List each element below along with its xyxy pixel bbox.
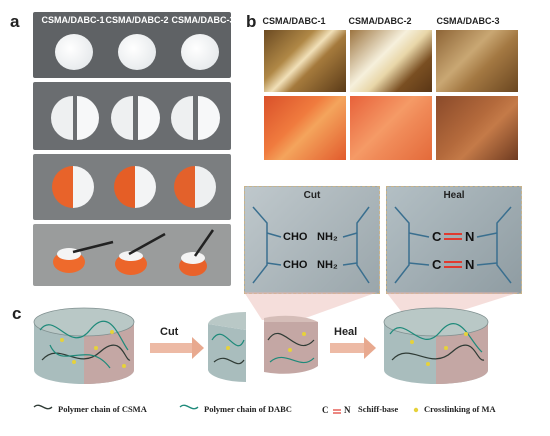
- micrograph-fluor-2: [350, 96, 432, 160]
- sample-label-1: CSMA/DABC-1: [41, 15, 105, 25]
- heal-flow-arrow: [330, 337, 376, 359]
- photo-row-healed: [33, 154, 231, 220]
- panel-a-letter: a: [10, 12, 20, 31]
- cut-structure-svg: [252, 206, 370, 284]
- hydrogel-disc: [55, 34, 93, 70]
- schiff-symbol-n: N: [344, 405, 351, 415]
- photo-row-intact: CSMA/DABC-1 CSMA/DABC-2 CSMA/DABC-3: [33, 12, 231, 78]
- intact-hydrogel-cylinder: [33, 307, 135, 384]
- cut-hydrogel-halves: [208, 311, 318, 383]
- csma-chain-legend-icon: [33, 404, 53, 410]
- aldehyde-label: CHO: [283, 259, 308, 271]
- panel-c-letter: c: [12, 304, 22, 323]
- sample-label-2: CSMA/DABC-2: [105, 15, 169, 25]
- dabc-legend-label: Polymer chain of DABC: [204, 404, 292, 414]
- micro-label-1: CSMA/DABC-1: [262, 16, 326, 26]
- imine-nitrogen-label: N: [465, 257, 475, 272]
- csma-legend-label: Polymer chain of CSMA: [58, 404, 147, 414]
- hydrogel-disc: [118, 34, 156, 70]
- cut-discs-svg: [51, 96, 220, 140]
- micrograph-bright-2: [350, 30, 432, 92]
- heal-step-label: Heal: [334, 326, 358, 338]
- heal-box-title: Heal: [443, 190, 465, 201]
- heal-chemistry-box: Heal C N C N: [386, 186, 522, 294]
- hydrogel-disc: [181, 34, 219, 70]
- heal-structure-svg: [394, 206, 512, 284]
- amine-label: NH₂: [317, 231, 338, 243]
- photo-row-stretch: [33, 224, 231, 286]
- cut-step-label: Cut: [160, 326, 179, 338]
- crosslink-legend-label: Crosslinking of MA: [424, 404, 496, 414]
- crosslink-legend-icon: [413, 407, 419, 413]
- photo-row-cut: [33, 82, 231, 150]
- micrograph-bright-3: [436, 30, 518, 92]
- aldehyde-label: CHO: [283, 231, 308, 243]
- micro-label-2: CSMA/DABC-2: [348, 16, 412, 26]
- imine-carbon-label: C: [432, 257, 442, 272]
- cut-flow-arrow: [150, 337, 204, 359]
- sample-label-3: CSMA/DABC-3: [171, 15, 232, 25]
- cut-chemistry-box: Cut CHO NH₂ CHO NH₂: [244, 186, 380, 294]
- healed-hydrogel-cylinder: [383, 307, 489, 384]
- micrograph-bright-1: [264, 30, 346, 92]
- micrograph-fluor-3: [436, 96, 518, 160]
- imine-carbon-label: C: [432, 229, 442, 244]
- stretch-photo-svg: [53, 229, 215, 276]
- cut-box-title: Cut: [303, 190, 321, 201]
- healed-discs-svg: [52, 166, 216, 208]
- amine-label: NH₂: [317, 259, 338, 271]
- dabc-chain-legend-icon: [179, 404, 199, 410]
- panel-b-letter: b: [246, 12, 257, 31]
- micrograph-fluor-1: [264, 96, 346, 160]
- schiff-symbol-c: C: [322, 405, 329, 415]
- imine-nitrogen-label: N: [465, 229, 475, 244]
- micro-label-3: CSMA/DABC-3: [436, 16, 500, 26]
- schiff-legend-label: Schiff-base: [358, 404, 399, 414]
